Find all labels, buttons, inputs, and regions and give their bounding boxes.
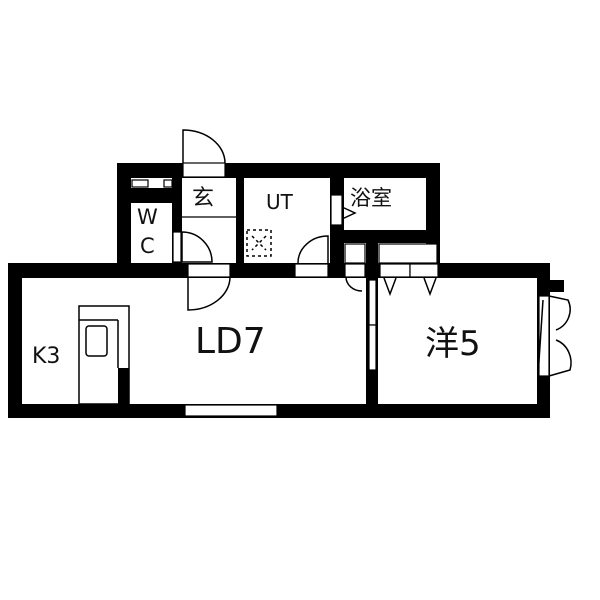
room-label-kitchen: K3 (32, 344, 61, 369)
entrance-door-frame (182, 162, 226, 178)
openings (131, 162, 550, 417)
room-label-ut: UT (266, 190, 293, 214)
room-label-wc-w: W (137, 205, 158, 229)
room-label-bath: 浴室 (350, 186, 392, 210)
room-label-genkan: 玄 (192, 186, 215, 211)
sink-icon (85, 325, 108, 357)
washer-pan-icon (246, 229, 272, 257)
room-label-western: 洋5 (425, 324, 481, 364)
room-label-ld: LD7 (195, 321, 266, 362)
window-ld (184, 404, 278, 417)
kitchen-counter (78, 305, 130, 405)
door-swings (181, 129, 572, 377)
room-label-wc-c: C (140, 234, 155, 258)
